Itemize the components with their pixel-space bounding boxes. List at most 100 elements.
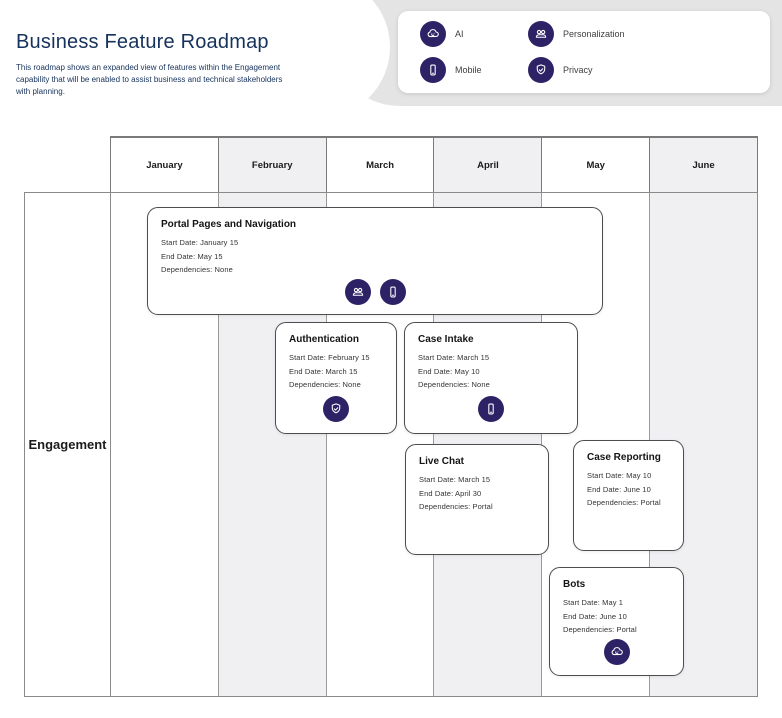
start-date-row: Start Date: February 15 (289, 353, 383, 362)
personalization-icon (528, 21, 554, 47)
start-date-row: Start Date: March 15 (418, 353, 564, 362)
end-date-row: End Date: June 10 (563, 612, 670, 621)
start-date-label: Start Date: (587, 471, 624, 480)
start-date-label: Start Date: (418, 353, 455, 362)
dependencies-value: None (214, 265, 233, 274)
month-header-february: February (217, 138, 326, 192)
start-date-label: Start Date: (419, 475, 456, 484)
dependencies-label: Dependencies: (161, 265, 213, 274)
feature-title: Live Chat (419, 456, 465, 467)
legend-item-mobile: Mobile (420, 57, 528, 83)
feature-card-case-reporting: Case Reporting Start Date: May 10 End Da… (573, 440, 684, 551)
start-date-label: Start Date: (563, 598, 600, 607)
start-date-row: Start Date: May 10 (587, 471, 670, 480)
personalization-icon (344, 278, 371, 305)
feature-card-bots: Bots Start Date: May 1 End Date: June 10… (549, 567, 684, 676)
feature-card-authentication: Authentication Start Date: February 15 E… (275, 322, 397, 434)
start-date-label: Start Date: (161, 238, 198, 247)
legend-label: Privacy (563, 65, 593, 75)
month-header-may: May (541, 138, 649, 192)
dependencies-label: Dependencies: (418, 380, 470, 389)
start-date-value: March 15 (457, 353, 490, 362)
feature-title: Case Reporting (587, 452, 661, 463)
end-date-row: End Date: March 15 (289, 367, 383, 376)
legend-item-ai: AI (420, 21, 528, 47)
feature-card-live-chat: Live Chat Start Date: March 15 End Date:… (405, 444, 549, 555)
end-date-row: End Date: May 15 (161, 252, 589, 261)
legend-label: Personalization (563, 29, 625, 39)
dependencies-value: Portal (640, 498, 661, 507)
end-date-label: End Date: (587, 484, 622, 494)
dependencies-row: Dependencies: Portal (419, 502, 535, 511)
end-date-value: June 10 (623, 484, 651, 494)
end-date-row: End Date: April 30 (419, 489, 535, 498)
end-date-label: End Date: (563, 611, 598, 621)
end-date-value: March 15 (325, 366, 358, 376)
end-date-row: End Date: May 10 (418, 367, 564, 376)
mobile-icon (420, 57, 446, 83)
feature-capability-icons (563, 638, 670, 667)
feature-capability-icons (418, 396, 564, 424)
legend-label: Mobile (455, 65, 482, 75)
privacy-icon (323, 396, 349, 422)
lane-label: Engagement (28, 437, 107, 452)
dependencies-value: Portal (616, 625, 637, 634)
dependencies-row: Dependencies: None (418, 380, 564, 389)
month-header-june: June (649, 138, 757, 192)
dependencies-row: Dependencies: None (161, 265, 589, 274)
end-date-label: End Date: (289, 366, 324, 376)
start-date-value: May 10 (626, 471, 652, 480)
dependencies-row: Dependencies: Portal (587, 498, 670, 507)
start-date-value: May 1 (602, 598, 624, 607)
start-date-value: January 15 (200, 238, 239, 247)
feature-title: Authentication (289, 334, 359, 345)
end-date-label: End Date: (419, 488, 454, 498)
grid-column-march (325, 193, 434, 696)
dependencies-row: Dependencies: None (289, 380, 383, 389)
dependencies-value: None (471, 380, 490, 389)
dependencies-row: Dependencies: Portal (563, 625, 670, 634)
ai-icon (603, 638, 630, 665)
end-date-row: End Date: June 10 (587, 485, 670, 494)
dependencies-label: Dependencies: (563, 625, 615, 634)
page-header: Business Feature Roadmap This roadmap sh… (16, 31, 316, 98)
legend-item-personalization: Personalization (528, 21, 760, 47)
lane-engagement: Engagement (24, 192, 111, 697)
feature-title: Portal Pages and Navigation (161, 219, 297, 230)
legend-card: AI Personalization Mobile (398, 11, 770, 93)
month-header-january: January (146, 159, 183, 171)
month-header-april: April (433, 138, 542, 192)
end-date-label: End Date: (418, 366, 453, 376)
feature-title: Case Intake (418, 334, 474, 345)
feature-capability-icons (161, 278, 589, 307)
month-header-march: March (325, 138, 434, 192)
start-date-value: March 15 (458, 475, 491, 484)
dependencies-value: None (342, 380, 361, 389)
dependencies-label: Dependencies: (419, 502, 471, 511)
dependencies-label: Dependencies: (289, 380, 341, 389)
end-date-label: End Date: (161, 251, 196, 261)
privacy-icon (528, 57, 554, 83)
start-date-label: Start Date: (289, 353, 326, 362)
feature-card-case-intake: Case Intake Start Date: March 15 End Dat… (404, 322, 578, 434)
banner-notch-shape (248, 0, 390, 118)
start-date-value: February 15 (328, 353, 370, 362)
dependencies-label: Dependencies: (587, 498, 639, 507)
mobile-icon (478, 396, 504, 422)
feature-card-portal-pages-and-navigation: Portal Pages and Navigation Start Date: … (147, 207, 603, 315)
legend-item-privacy: Privacy (528, 57, 760, 83)
end-date-value: April 30 (455, 488, 482, 498)
feature-title: Bots (563, 579, 586, 590)
legend-label: AI (455, 29, 464, 39)
mobile-icon (379, 278, 406, 305)
end-date-value: June 10 (599, 611, 627, 621)
ai-icon (420, 21, 446, 47)
page-subtitle: This roadmap shows an expanded view of f… (16, 63, 283, 96)
feature-capability-icons (289, 396, 383, 424)
page-title: Business Feature Roadmap (16, 31, 269, 53)
dependencies-value: Portal (472, 502, 493, 511)
timeline-month-header: January February March April May June (110, 136, 758, 193)
end-date-value: May 10 (454, 366, 480, 376)
start-date-row: Start Date: March 15 (419, 475, 535, 484)
